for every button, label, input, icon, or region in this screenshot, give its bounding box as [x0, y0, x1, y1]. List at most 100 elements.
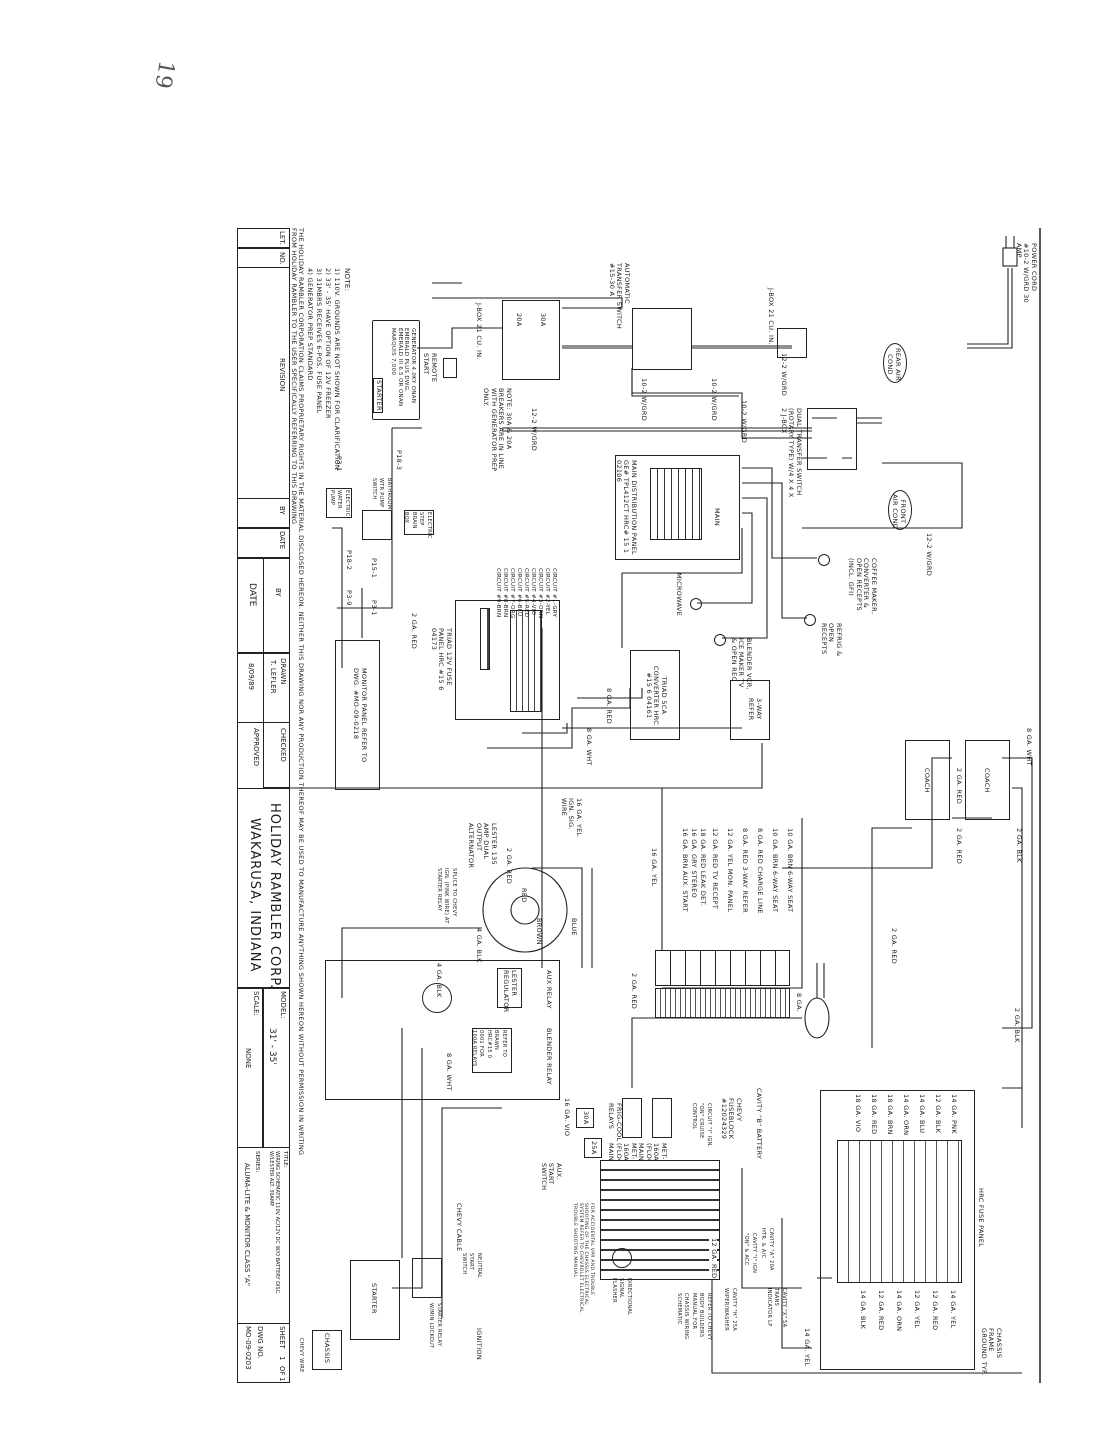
front-ac-label: FRONT AIR COND	[891, 494, 908, 529]
triad-12v-fuse-panel	[455, 600, 560, 720]
solenoid-wire: 8 GA. RED CHARGE LINE	[756, 828, 764, 914]
refrig-label: REFRIG & OPEN RECEPTS	[820, 623, 843, 657]
wire-label: 8 GA. WHT	[445, 1053, 453, 1091]
wire-label: 12-2 W/GRD	[925, 533, 933, 576]
wire-label: 14 GA. YEL	[803, 1328, 811, 1367]
solenoid-wire: 12 GA. RED TV RECEPT	[711, 828, 719, 910]
ats-label: AUTOMATIC TRANSFER SWITCH #15-30 A	[608, 263, 631, 330]
outlet-icon	[690, 598, 702, 610]
solenoid-wire: 16 GA. GRY STEREO	[690, 828, 698, 899]
note-3: 3) 31MBRS RECEIVES 6-POS. FUSE PANEL	[315, 268, 323, 414]
wiring-schematic-sheet: NOTE: 1) 110V. GROUNDS ARE NOT SHOWN FOR…	[237, 228, 1042, 1383]
wire-label: 16 GA. YEL	[650, 848, 658, 887]
hrc-wire: 12 GA. YEL	[913, 1290, 921, 1329]
tb-revision: REVISION	[278, 358, 286, 392]
wire-label: 16 GA. VIO	[562, 1098, 571, 1137]
rear-ac-label: REAR AIR COND	[886, 348, 903, 381]
tb-let: LET.	[278, 231, 286, 245]
flasher-label: DIRECTIONAL SIGNAL FLASHER	[611, 1278, 632, 1316]
wire-label: 8 GA. WHT	[585, 728, 593, 766]
microwave-label: MICROWAVE	[675, 573, 683, 617]
neutral-switch-label: NEUTRAL START SWITCH	[461, 1253, 482, 1279]
red-wire: RED	[520, 888, 528, 903]
circuit-item: CIRCUIT #1-GRY	[551, 568, 557, 618]
generator-starter-tag: STARTER	[373, 378, 383, 413]
tb-date: DATE	[278, 531, 286, 550]
wire-label: 2 GA. BLK	[1013, 1008, 1021, 1043]
circuit-list: CIRCUIT #1-GRY CIRCUIT #2-YEL CIRCUIT #3…	[494, 568, 557, 619]
flasher-icon	[612, 1248, 632, 1268]
hrc-fuse-panel-label: HRC FUSE PANEL	[977, 1188, 985, 1248]
note-1: 1) 110V. GROUNDS ARE NOT SHOWN FOR CLARI…	[333, 268, 341, 471]
tb-date2: DATE	[247, 583, 257, 607]
met-relay-1	[652, 1098, 672, 1138]
circuit-item: CIRCUIT #8-BRN	[502, 568, 508, 618]
circuit-item: CIRCUIT #3-ORN	[537, 568, 543, 619]
tb-scale-label: SCALE:	[252, 991, 260, 1016]
circuit-item: CIRCUIT #6-BLU	[516, 568, 522, 617]
cavity-x-label: CAVITY "X" 5A TRANS INDICATOR LP	[766, 1288, 787, 1328]
breaker-20a: 20A	[515, 313, 523, 327]
tb-drawn-date: 8/09/89	[247, 663, 255, 690]
outlet-icon	[714, 634, 726, 646]
generator-breaker-box	[502, 300, 560, 380]
hrc-wire: 14 GA. BLU	[918, 1094, 926, 1134]
terminal-block	[655, 950, 790, 986]
solenoid-wire: 12 GA. YEL MON. PANEL	[726, 828, 734, 913]
proprietary-notice-2: FROM HOLIDAY RAMBLER TO THE USER SPECIFI…	[290, 228, 298, 525]
wire-label: 2 GA. RED	[890, 928, 898, 965]
circuit-item: CIRCUIT #4-VIO	[530, 568, 536, 616]
tb-title-label: TITLE:	[282, 1151, 288, 1168]
main-dist-label: MAIN DISTRIBUTION PANEL GE# TPL412CT HRC…	[615, 460, 638, 555]
hrc-fuse-array	[837, 1140, 962, 1283]
aux-relay-label: AUX RELAY	[545, 970, 553, 1009]
coach-battery-label: COACH	[983, 768, 991, 793]
remote-start-switch[interactable]	[443, 358, 457, 378]
aux-start-label: AUX. START SWITCH	[540, 1163, 563, 1191]
breaker-bank	[650, 468, 702, 540]
wire-label: 10-2 W/GRD	[710, 378, 718, 421]
j-box-generator-label: J-BOX 21 CU. IN.	[475, 303, 483, 360]
wire-label: 4 GA. BLK	[475, 928, 483, 963]
main-label: MAIN	[713, 508, 721, 527]
note-2: 2) 33' - 35' HAVE OPTION OF 12V FREEZER	[324, 268, 332, 419]
tb-model-label: MODEL:	[279, 991, 287, 1019]
tb-series-label: SERIES:	[254, 1151, 260, 1173]
wire-label: 2 GA. RED	[630, 973, 638, 1010]
wire-label: 2 GA. RED	[410, 613, 418, 650]
tb-scale: NONE	[244, 1048, 252, 1069]
water-pump-label: ELECTRIC WATER PUMP	[329, 490, 350, 517]
wire-label: 8 GA.	[795, 993, 803, 1013]
tb-checked: CHECKED	[279, 728, 287, 762]
wiring-lines	[282, 228, 1041, 1383]
plug-label: P3-1	[370, 600, 378, 616]
circuit-x-label: CIRCUIT "I" IGN. "ON" CRUISE CONTROL	[691, 1103, 712, 1148]
tb-drawn-label: DRAWN	[279, 658, 287, 685]
breaker-note: NOTE: 30A & 20A BREAKERS ARE IN LINE WIT…	[482, 388, 514, 472]
bathroom-pump-switch[interactable]	[362, 510, 392, 540]
met-relay-2	[622, 1098, 642, 1138]
tb-by: BY	[278, 506, 286, 515]
hrc-wire: 14 GA. YEL	[949, 1290, 957, 1329]
dual-transfer-switch	[807, 408, 857, 470]
handwritten-page-number: 19	[149, 58, 179, 91]
regulator-label: LESTER REGULATOR	[502, 970, 519, 1013]
breaker-25a-label: 25A	[590, 1141, 598, 1155]
hrc-wire: 14 GA. BLK	[859, 1290, 867, 1330]
solenoid-wire: 10 GA. BRN 6-WAY SEAT	[771, 828, 779, 913]
circuit-item: CIRCUIT #7-ORG	[509, 568, 515, 619]
cavity-b-label: CAVITY "B" BATTERY	[755, 1088, 763, 1160]
outlet-icon	[804, 614, 816, 626]
hrc-right-wires: 14 GA. YEL 12 GA. RED 12 GA. YEL 14 GA. …	[854, 1290, 962, 1331]
relay-note: REFER TO BRAWN HRC#15 0 0001 FOR 100A RE…	[471, 1030, 507, 1067]
cavity-a-label: CAVITY "A" 20A HTR. & A/C	[760, 1228, 775, 1271]
cavity-h-label: CAVITY "H" 25A WIPER/WASHER	[723, 1288, 738, 1332]
chassis-ground-label: CHASSIS FRAME GROUND TYP.	[980, 1328, 1003, 1376]
coach-battery-label: COACH	[923, 768, 931, 793]
chevy-wire-label: CHEVY WIRE	[298, 1338, 304, 1373]
alternator-label: LESTER 135 AMP DUAL OUTPUT ALTERNATOR	[467, 823, 499, 869]
tb-by2: BY	[274, 588, 282, 597]
wire-label: 10-2 W/GRD	[640, 378, 648, 421]
relay-panel	[325, 960, 560, 1100]
ignition-label: IGNITION	[475, 1328, 483, 1360]
